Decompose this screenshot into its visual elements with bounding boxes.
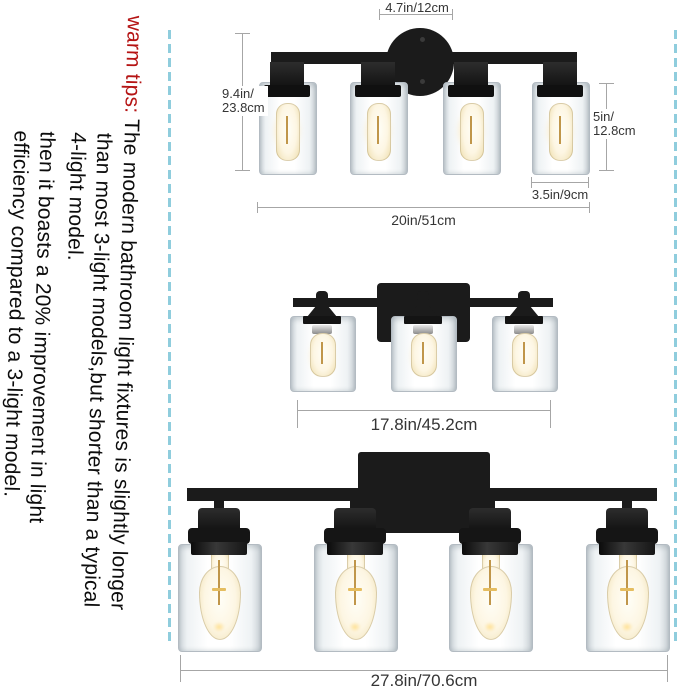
bot-filament-3 — [489, 560, 491, 605]
top-filament-1 — [286, 116, 288, 144]
dim-label-shade-height-line2: 12.8cm — [593, 123, 636, 138]
bot-filament-coil-2 — [348, 588, 362, 591]
bot-flange-1 — [188, 528, 250, 544]
dim-tick — [257, 202, 258, 213]
mid-finial-2 — [417, 291, 429, 300]
top-fixture-bar — [271, 52, 577, 64]
bot-filament-coil-1 — [212, 588, 226, 591]
dim-label-fixture-height: 9.4in/ 23.8cm — [220, 86, 268, 116]
dim-line-canopy-width — [379, 14, 453, 15]
bot-filament-4 — [626, 560, 628, 605]
mid-socket-chrome-2 — [413, 325, 433, 334]
top-fixture-screw-top — [420, 37, 425, 42]
mid-filament-1 — [321, 342, 323, 364]
bot-ring-2 — [327, 542, 383, 555]
mid-socket-band-1 — [303, 316, 341, 324]
dim-label-canopy-width: 4.7in/12cm — [385, 0, 449, 15]
top-filament-2 — [377, 116, 379, 144]
dim-line-middle-fixture-width — [297, 410, 551, 411]
top-fixture-screw-bottom — [420, 79, 425, 84]
dashed-divider-right — [674, 30, 677, 641]
bot-flange-3 — [459, 528, 521, 544]
dim-label-shade-height: 5in/ 12.8cm — [591, 109, 639, 139]
bot-filament-dot-4 — [621, 622, 633, 632]
bot-stem-2 — [350, 500, 360, 512]
bot-stem-3 — [485, 500, 495, 512]
top-socket-ring-4 — [537, 85, 583, 97]
mid-bulb-2 — [411, 333, 437, 377]
warm-tips-paragraph: warm tips: The modern bathroom light fix… — [0, 12, 147, 691]
top-socket-ring-2 — [355, 85, 401, 97]
bottom-fixture-bar — [187, 488, 657, 501]
top-socket-ring-3 — [448, 85, 494, 97]
dim-tick — [180, 655, 181, 682]
top-socket-ring-1 — [264, 85, 310, 97]
dim-tick — [589, 202, 590, 213]
top-socket-4 — [543, 62, 577, 88]
top-bulb-2 — [367, 103, 391, 161]
bot-stem-4 — [622, 500, 632, 512]
dim-label-bottom-fixture-width: 27.8in/70.6cm — [370, 671, 478, 690]
mid-socket-band-3 — [505, 316, 543, 324]
dim-cap — [599, 83, 614, 84]
mid-finial-3 — [518, 291, 530, 300]
mid-bulb-3 — [512, 333, 538, 377]
mid-bulb-1 — [310, 333, 336, 377]
bot-filament-coil-4 — [620, 588, 634, 591]
dim-cap — [599, 170, 614, 171]
dashed-divider-left — [168, 30, 171, 641]
bot-stem-1 — [214, 500, 224, 512]
top-socket-3 — [454, 62, 488, 88]
dim-label-shade-width: 3.5in/9cm — [531, 187, 589, 202]
dim-line-bottom-fixture-width — [180, 670, 668, 671]
dim-label-fixture-height-line1: 9.4in/ — [222, 86, 254, 101]
bot-ring-3 — [462, 542, 518, 555]
top-socket-2 — [361, 62, 395, 88]
dim-tick — [297, 400, 298, 428]
dim-tick — [531, 177, 532, 188]
bot-ring-1 — [191, 542, 247, 555]
mid-socket-cone-3 — [509, 306, 539, 317]
mid-socket-cone-1 — [307, 306, 337, 317]
top-bulb-4 — [549, 103, 573, 161]
mid-filament-3 — [523, 342, 525, 364]
mid-socket-cone-2 — [408, 306, 438, 317]
dim-tick — [550, 400, 551, 428]
dim-tick — [667, 655, 668, 682]
bot-ring-4 — [599, 542, 655, 555]
top-bulb-3 — [460, 103, 484, 161]
dim-cap — [235, 170, 250, 171]
top-filament-3 — [470, 116, 472, 144]
dim-label-fixture-height-line2: 23.8cm — [222, 100, 265, 115]
bot-filament-dot-2 — [349, 622, 361, 632]
top-bulb-1 — [276, 103, 300, 161]
dim-cap — [235, 33, 250, 34]
bot-flange-4 — [596, 528, 658, 544]
dim-line-shade-width — [531, 182, 589, 183]
mid-socket-chrome-1 — [312, 325, 332, 334]
dim-tick — [379, 9, 380, 20]
dim-tick — [588, 177, 589, 188]
dim-line-top-fixture-width — [257, 207, 590, 208]
warm-tips-label: warm tips: — [120, 15, 147, 120]
mid-socket-chrome-3 — [514, 325, 534, 334]
bot-filament-dot-1 — [213, 622, 225, 632]
bot-flange-2 — [324, 528, 386, 544]
dim-label-middle-fixture-width: 17.8in/45.2cm — [370, 415, 478, 434]
mid-socket-band-2 — [404, 316, 442, 324]
top-socket-1 — [270, 62, 304, 88]
bot-filament-2 — [354, 560, 356, 605]
dim-label-top-fixture-width: 20in/51cm — [391, 212, 456, 228]
dim-label-shade-height-line1: 5in/ — [593, 109, 614, 124]
bot-filament-dot-3 — [484, 622, 496, 632]
top-filament-4 — [559, 116, 561, 144]
dim-tick — [452, 9, 453, 20]
mid-finial-1 — [316, 291, 328, 300]
bot-filament-1 — [218, 560, 220, 605]
bot-filament-coil-3 — [483, 588, 497, 591]
mid-filament-2 — [422, 342, 424, 364]
